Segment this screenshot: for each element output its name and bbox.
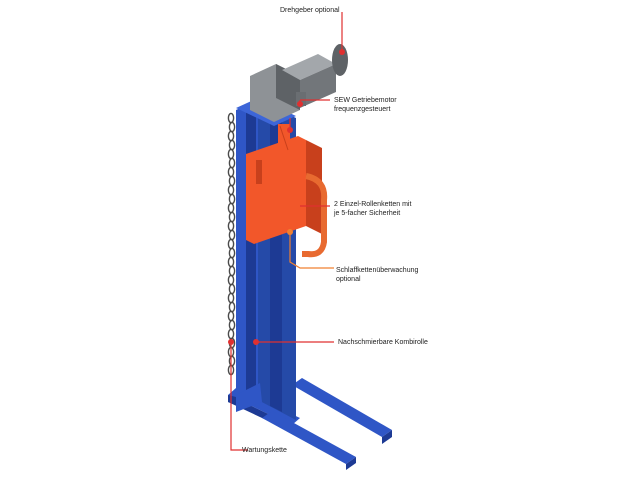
label-kombirolle: Nachschmierbare Kombirolle	[338, 339, 428, 346]
carriage	[246, 124, 328, 258]
schlaff-marker	[287, 229, 293, 235]
chain-link	[228, 193, 236, 205]
chain-link	[227, 184, 235, 196]
sew-gear-motor	[250, 44, 348, 122]
drehgeber-marker	[339, 49, 345, 55]
sew-marker	[297, 101, 303, 107]
ketten-marker	[287, 127, 293, 133]
label-schlaffkette: Schlaffkettenüberwachung optional	[336, 266, 418, 284]
chain-link	[227, 112, 235, 124]
chain-link	[228, 355, 236, 367]
chain-link	[228, 301, 236, 313]
label-wartungskette: Wartungskette	[242, 447, 287, 454]
label-rollenketten: 2 Einzel-Rollenketten mit je 5-facher Si…	[334, 200, 411, 218]
chain-link	[227, 130, 235, 142]
wartungskette-marker	[228, 339, 234, 345]
chain-link	[228, 157, 236, 169]
chain-link	[228, 175, 236, 187]
kombirolle-marker	[253, 339, 259, 345]
chain-link	[227, 148, 235, 160]
label-sew: SEW Getriebemotor frequenzgesteuert	[334, 96, 397, 114]
callout-lines	[228, 12, 345, 451]
label-schlaffkette-line1: Schlaffkettenüberwachung	[336, 267, 419, 274]
chain-link	[227, 166, 235, 178]
chain-link	[228, 211, 236, 223]
chain-link	[228, 247, 236, 259]
chain-link	[227, 310, 235, 322]
chain-link	[228, 265, 236, 277]
chain-link	[227, 274, 235, 286]
maintenance-chain	[227, 112, 236, 376]
chain-link	[228, 319, 236, 331]
label-sew-line2: frequenzgesteuert	[334, 106, 391, 113]
label-sew-line1: SEW Getriebemotor	[334, 97, 397, 104]
label-rollenketten-line1: 2 Einzel-Rollenketten mit	[334, 201, 412, 208]
chain-link	[228, 229, 236, 241]
label-schlaffkette-line2: optional	[336, 276, 361, 283]
chain-link	[228, 283, 236, 295]
chain-link	[227, 202, 235, 214]
chain-link	[227, 328, 235, 340]
chain-link	[227, 256, 235, 268]
label-drehgeber: Drehgeber optional	[280, 7, 340, 14]
chain-link	[228, 121, 236, 133]
chain-link	[227, 238, 235, 250]
chain-link	[227, 292, 235, 304]
chain-link	[228, 139, 236, 151]
label-rollenketten-line2: je 5-facher Sicherheit	[334, 210, 401, 217]
chain-link	[227, 220, 235, 232]
